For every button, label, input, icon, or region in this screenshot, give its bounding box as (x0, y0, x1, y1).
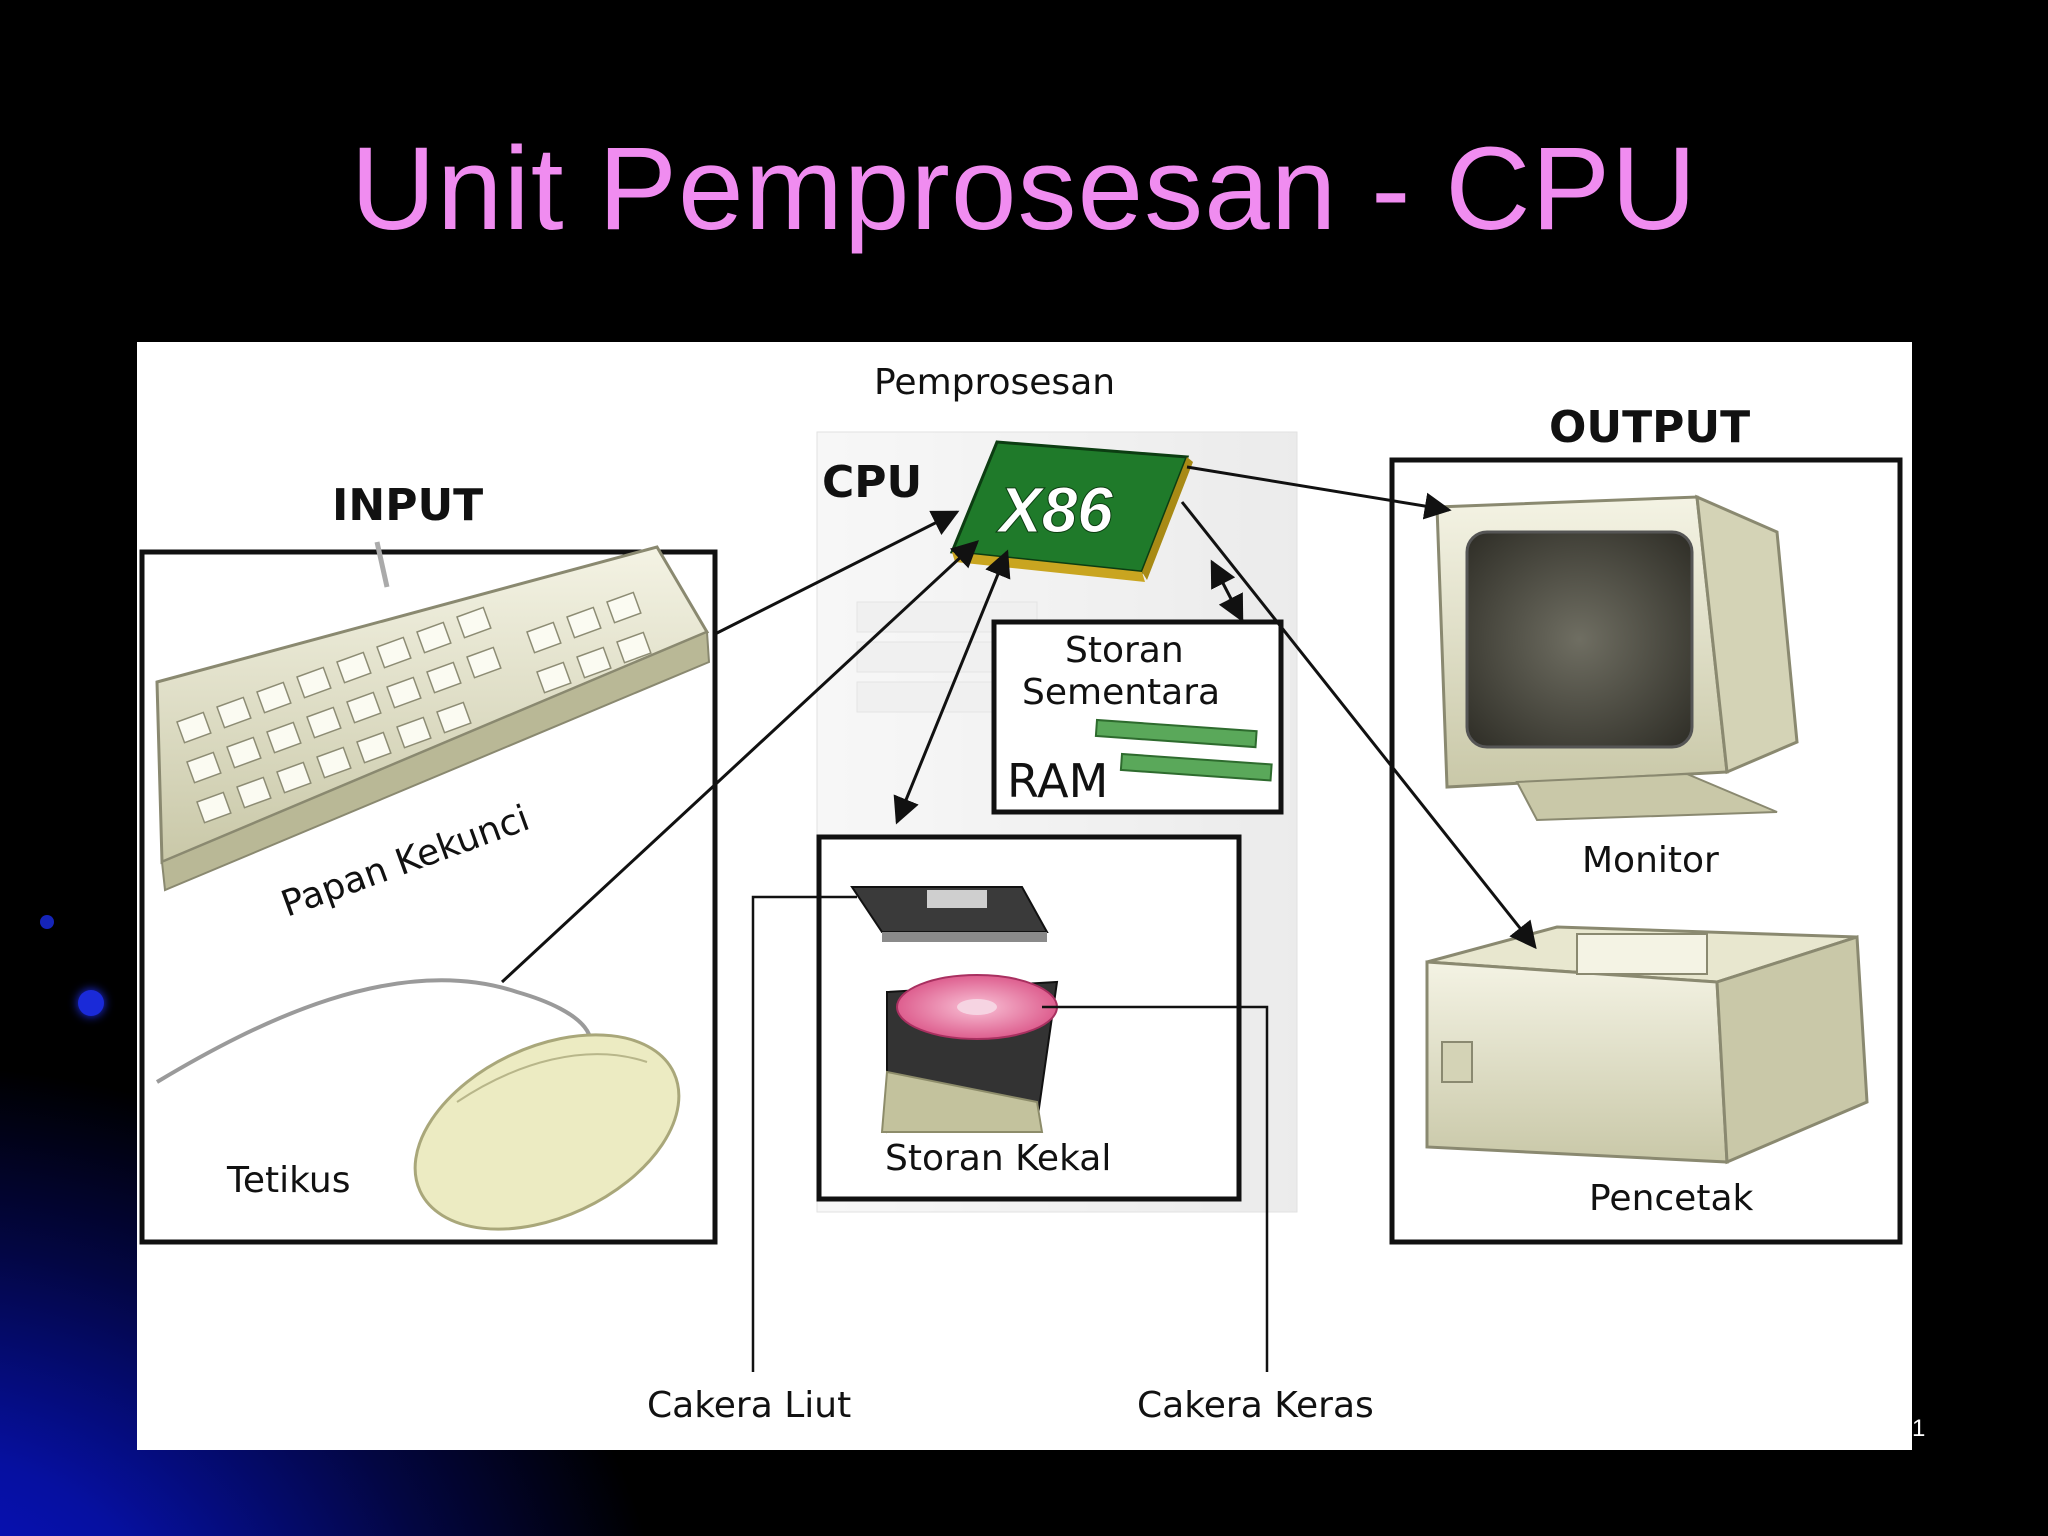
arrow-ram-cpu (1210, 559, 1244, 623)
mouse-label: Tetikus (226, 1160, 350, 1201)
chip-label: X86 (996, 474, 1113, 546)
harddisk-leader-line (1042, 1005, 1269, 1372)
monitor-icon (1435, 494, 1799, 822)
cpu-chip-icon: X86 (949, 440, 1193, 582)
temporary-storage-label-1: Storan (1065, 630, 1184, 671)
hard-disk-icon (880, 974, 1059, 1134)
permanent-storage-label: Storan Kekal (885, 1138, 1111, 1179)
decorative-dot (78, 990, 104, 1016)
floppy-leader-line (751, 895, 857, 1372)
output-label: OUTPUT (1549, 402, 1750, 453)
diagram-panel: INPUT (137, 342, 1912, 1450)
slide-page-number: 1 (1912, 1415, 1926, 1442)
processing-label: Pemprosesan (874, 362, 1115, 403)
floppy-disk-icon (850, 886, 1049, 942)
ram-stick-icon (1094, 718, 1273, 782)
data-flow-arrows (500, 465, 1537, 984)
temporary-storage-label-2: Sementara (1022, 672, 1220, 713)
mouse-icon (155, 978, 681, 1231)
monitor-label: Monitor (1582, 840, 1719, 881)
arrow-storage-cpu (893, 549, 1011, 825)
hard-disk-label: Cakera Keras (1137, 1385, 1374, 1426)
input-label: INPUT (332, 480, 483, 531)
cpu-label: CPU (822, 457, 922, 508)
arrow-keyboard-to-cpu (714, 510, 960, 636)
floppy-disk-label: Cakera Liut (647, 1385, 851, 1426)
decorative-dot-small (40, 915, 54, 929)
arrow-cpu-to-monitor (1186, 465, 1452, 520)
ram-label: RAM (1007, 754, 1108, 808)
slide-title: Unit Pemprosesan - CPU (350, 123, 1698, 255)
output-box (1389, 457, 1903, 1245)
printer-icon (1425, 925, 1869, 1165)
arrow-cpu-to-printer (1180, 501, 1537, 950)
input-box (139, 549, 718, 1245)
temporary-storage-box (991, 619, 1284, 815)
printer-label: Pencetak (1589, 1178, 1754, 1219)
computer-system-diagram: INPUT (139, 362, 1903, 1426)
keyboard-icon (155, 541, 711, 892)
